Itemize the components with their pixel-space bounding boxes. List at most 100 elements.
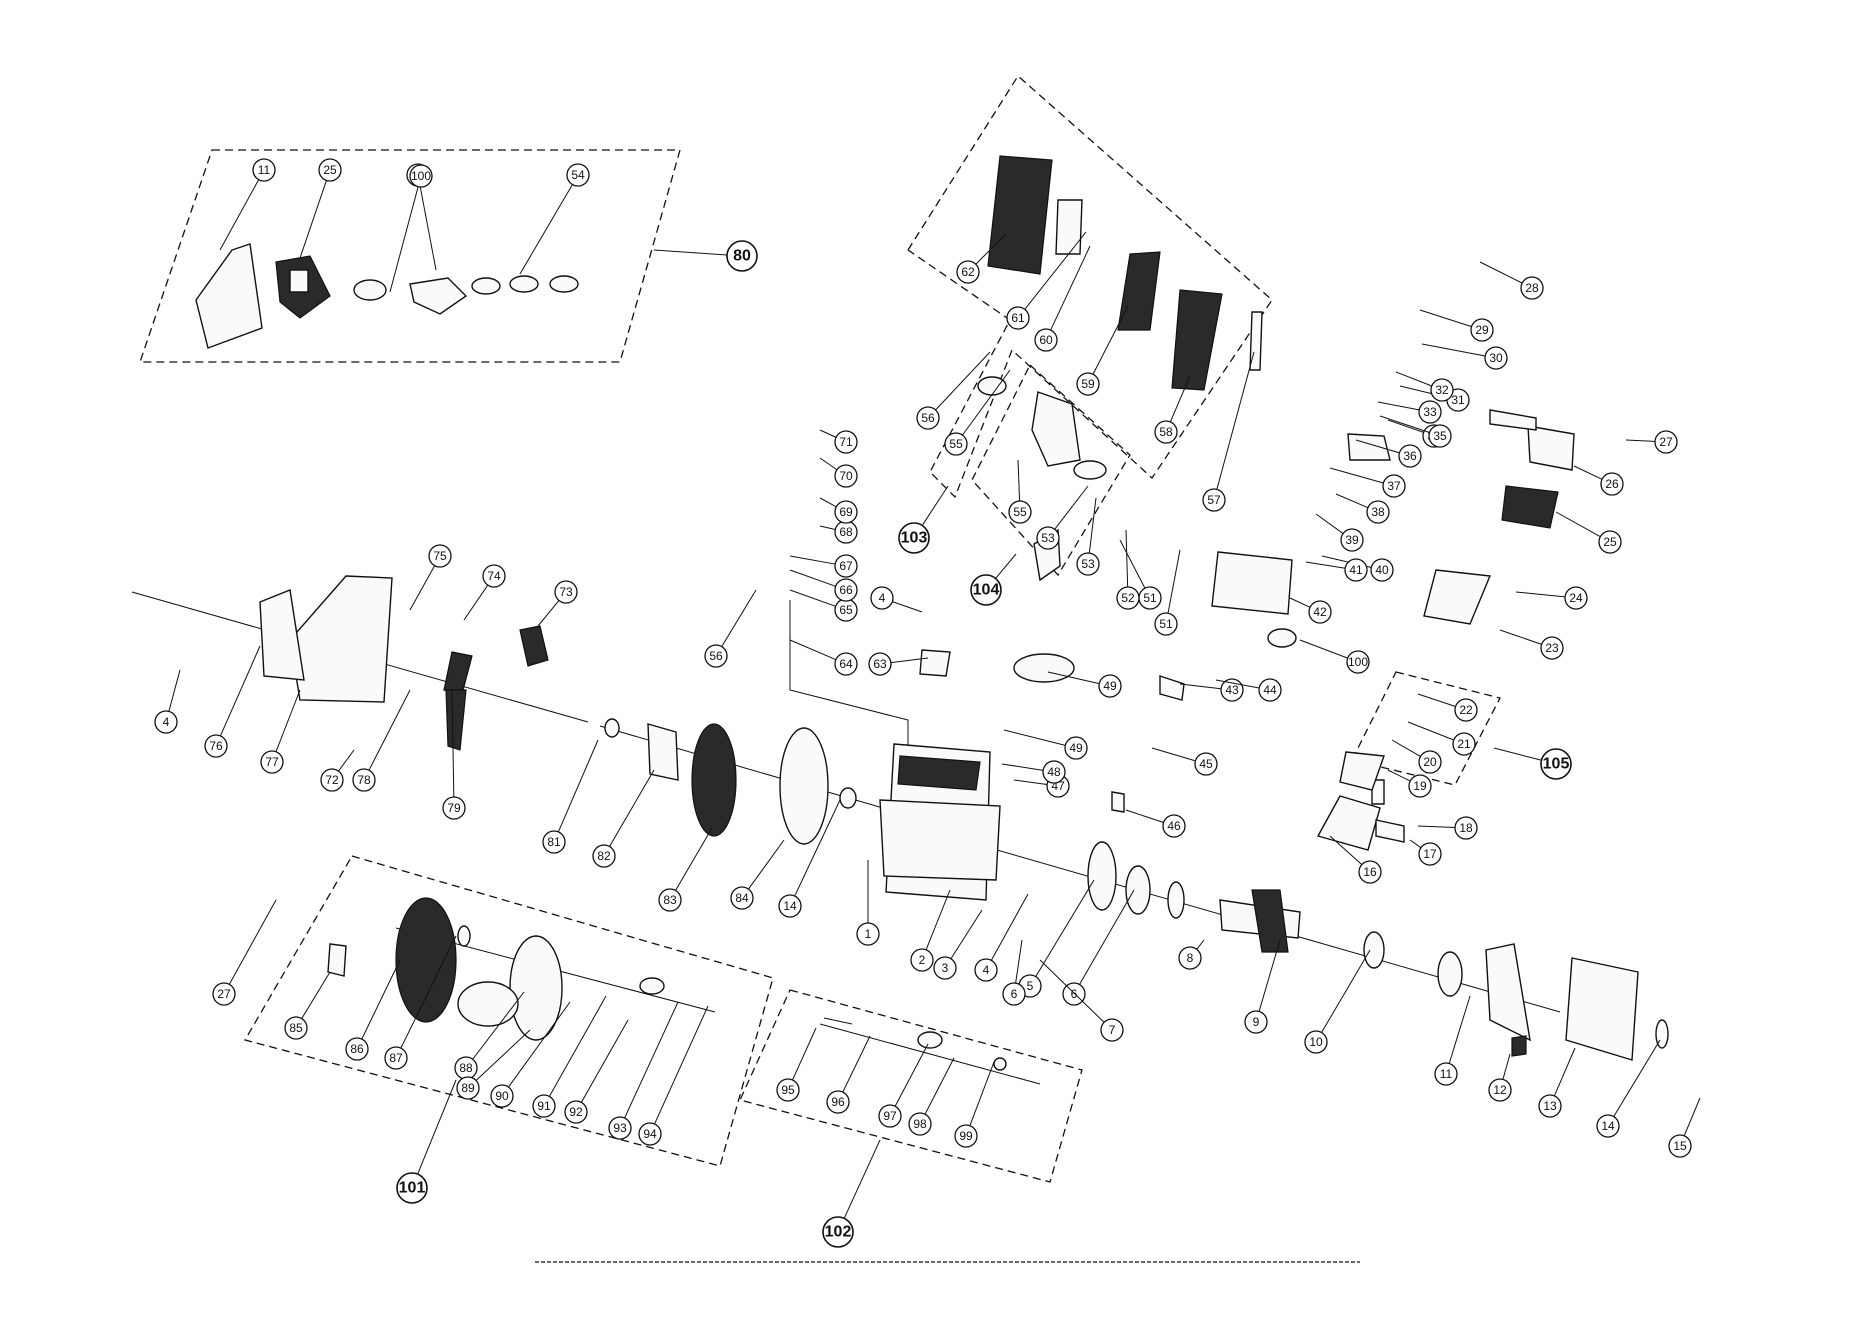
leader-line [451, 689, 455, 798]
callout-number: 28 [1525, 281, 1539, 295]
part-callout-96: 96 [826, 1035, 871, 1114]
part-callout-49: 49 [1003, 729, 1088, 760]
leader-line [475, 1029, 531, 1081]
callout-number: 93 [613, 1121, 627, 1135]
callout-number: 59 [1081, 377, 1095, 391]
callout-number: 104 [973, 582, 1000, 599]
callout-circle [778, 894, 802, 918]
part-callout-82: 82 [592, 769, 655, 868]
callout-circle [1398, 444, 1422, 468]
part-callout-6: 6 [1062, 889, 1135, 1006]
part-callout-8: 8 [1178, 939, 1205, 970]
callout-number: 38 [1371, 505, 1385, 519]
callout-circle [898, 522, 930, 554]
callout-circle [1366, 500, 1390, 524]
part-callout-42: 42 [1289, 597, 1332, 624]
callout-number: 42 [1313, 605, 1327, 619]
callout-number: 92 [569, 1105, 583, 1119]
part-callout-44: 44 [1215, 678, 1282, 702]
callout-circle [1454, 816, 1478, 840]
callout-number: 71 [839, 435, 853, 449]
callout-number: 11 [258, 163, 271, 177]
group-callout-103: 103 [898, 485, 949, 554]
part-callout-35: 35 [1379, 415, 1452, 448]
part-callout-59: 59 [1076, 305, 1129, 396]
callout-number: 5 [1027, 979, 1034, 993]
leader-line [400, 935, 457, 1049]
callout-number: 62 [961, 265, 975, 279]
leader-line [301, 971, 331, 1019]
leader-line [819, 429, 837, 438]
leader-line [1683, 1097, 1701, 1137]
part-callout-12: 12 [1488, 1053, 1512, 1102]
leader-line [995, 553, 1017, 579]
part-callout-94: 94 [638, 1005, 709, 1146]
callout-circle [974, 958, 998, 982]
leader-line [1407, 721, 1454, 741]
part-callout-13: 13 [1538, 1047, 1576, 1118]
callout-number: 68 [839, 525, 853, 539]
leader-line [1216, 351, 1255, 490]
callout-number: 57 [1207, 493, 1221, 507]
part-callout-45: 45 [1151, 747, 1218, 776]
callout-number: 3 [942, 961, 949, 975]
callout-circle [1154, 612, 1178, 636]
callout-circle [834, 464, 858, 488]
callout-circle [878, 1104, 902, 1128]
part-callout-28: 28 [1479, 261, 1544, 300]
callout-number: 8 [1187, 951, 1194, 965]
callout-number: 44 [1263, 683, 1277, 697]
callout-number: 103 [901, 530, 928, 547]
part-callout-53: 53 [1076, 497, 1100, 576]
part-callout-11: 11 [1434, 995, 1471, 1086]
leader-line [1079, 889, 1135, 985]
leader-line [1387, 769, 1411, 782]
callout-number: 25 [323, 163, 337, 177]
leader-line [557, 739, 599, 833]
part-callout-89: 89 [456, 1029, 531, 1100]
part-callout-51: 51 [1154, 549, 1181, 636]
callouts-layer: 1234445667891011111213141415161718192021… [154, 158, 1701, 1248]
part-callout-70: 70 [819, 457, 858, 488]
callout-circle [1430, 378, 1454, 402]
callout-circle [1178, 946, 1202, 970]
leader-line [843, 1139, 881, 1219]
callout-circle [1064, 736, 1088, 760]
callout-number: 100 [1348, 655, 1368, 669]
callout-circle [1418, 842, 1442, 866]
callout-circle [916, 406, 940, 430]
part-callout-83: 83 [658, 827, 713, 912]
callout-circle [542, 830, 566, 854]
part-callout-37: 37 [1329, 467, 1406, 498]
gasket-kit-box [139, 149, 681, 363]
callout-circle [428, 544, 452, 568]
group-callout-80: 80 [653, 240, 758, 272]
leader-line [1003, 729, 1066, 746]
callout-number: 4 [163, 715, 170, 729]
group-callout-104: 104 [970, 553, 1017, 606]
leader-line [219, 179, 260, 251]
leader-line [409, 565, 436, 611]
leader-line [935, 351, 991, 411]
callout-number: 27 [217, 987, 231, 1001]
callout-number: 52 [1121, 591, 1135, 605]
callout-number: 46 [1167, 819, 1181, 833]
callout-circle [608, 1116, 632, 1140]
callout-circle [1418, 400, 1442, 424]
callout-number: 77 [265, 755, 279, 769]
callout-circle [1520, 276, 1544, 300]
leader-line [1377, 401, 1420, 411]
callout-circle [856, 922, 880, 946]
part-callout-29: 29 [1419, 309, 1494, 342]
part-callout-32: 32 [1395, 371, 1454, 402]
callout-number: 61 [1011, 311, 1025, 325]
callout-number: 43 [1225, 683, 1239, 697]
part-callout-92: 92 [564, 1019, 629, 1124]
leader-line [1613, 1039, 1661, 1117]
carburetor-group-box [971, 363, 1131, 577]
leader-line [1329, 467, 1384, 484]
callout-circle [1418, 750, 1442, 774]
callout-circle [1194, 752, 1218, 776]
part-callout-2: 2 [910, 889, 951, 972]
part-callout-93: 93 [608, 1001, 679, 1140]
